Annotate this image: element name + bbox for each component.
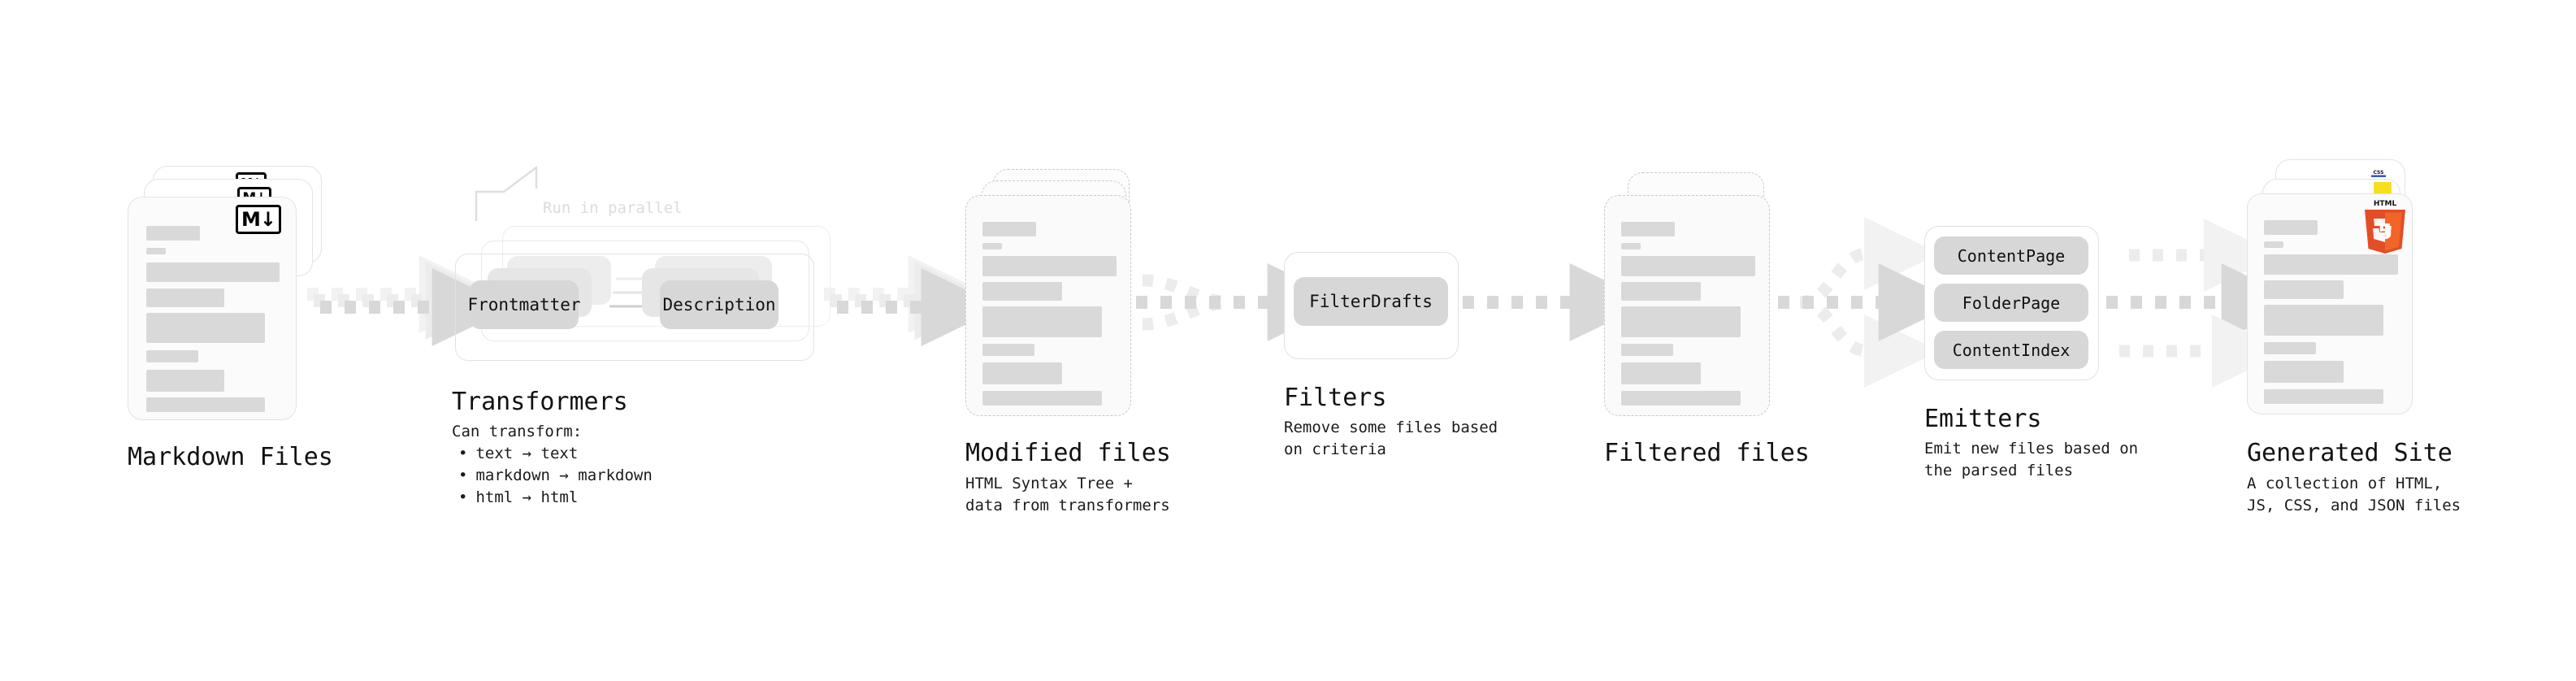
doc-line — [1621, 282, 1701, 301]
doc-line — [1621, 256, 1755, 276]
doc-line — [982, 256, 1117, 276]
html5-digit: 5 — [2378, 220, 2392, 245]
transformer-chip-frontmatter[interactable]: Frontmatter — [467, 280, 581, 329]
doc-line — [146, 288, 224, 307]
markdown-icon-front: M↓ — [236, 205, 281, 234]
doc-line — [146, 370, 224, 392]
transformers-bullets: text → text markdown → markdown html → h… — [452, 443, 653, 509]
transformers-bullet: markdown → markdown — [452, 465, 652, 487]
doc-line — [2264, 220, 2318, 235]
doc-line — [982, 306, 1102, 337]
doc-line — [2264, 361, 2344, 383]
doc-line — [1621, 306, 1741, 337]
arrow-modified-to-filters — [1136, 263, 1348, 341]
arrow-emitters-to-site — [2106, 219, 2302, 388]
doc-line — [1621, 222, 1675, 236]
doc-line — [146, 262, 280, 282]
run-in-parallel-leader — [475, 165, 538, 221]
modified-files-subtitle: HTML Syntax Tree + data from transformer… — [965, 475, 1170, 514]
modified-files-title: Modified files — [965, 439, 1171, 467]
doc-line — [146, 397, 265, 412]
transformers-group-front — [455, 254, 814, 361]
markdown-card-front — [128, 197, 297, 420]
filter-chip-filterdrafts[interactable]: FilterDrafts — [1294, 277, 1448, 326]
transformer-chip-description[interactable]: Description — [660, 280, 778, 329]
generated-site-subtitle: A collection of HTML, JS, CSS, and JSON … — [2247, 475, 2461, 514]
css3-icon: CSS — [2370, 166, 2387, 177]
modified-card-front — [965, 195, 1131, 416]
doc-line — [2264, 342, 2316, 354]
emitters-title: Emitters — [1924, 405, 2042, 433]
transformers-bullet: text → text — [452, 443, 653, 465]
doc-line — [2264, 241, 2283, 248]
generated-site-title: Generated Site — [2247, 439, 2452, 467]
doc-line — [146, 248, 166, 254]
doc-line — [2264, 254, 2398, 275]
doc-line — [982, 362, 1062, 384]
svg-text:CSS: CSS — [2374, 170, 2384, 176]
html5-wordmark: HTML — [2374, 200, 2397, 208]
doc-line — [2264, 280, 2344, 299]
transformers-title: Transformers — [452, 388, 628, 416]
emitter-chip-folderpage[interactable]: FolderPage — [1934, 284, 2088, 322]
doc-line — [982, 282, 1062, 301]
filtered-files-title: Filtered files — [1604, 439, 1810, 467]
markdown-files-title: Markdown Files — [128, 443, 333, 471]
emitters-subtitle: Emit new files based on the parsed files — [1924, 440, 2139, 479]
doc-line — [982, 243, 1002, 249]
doc-line — [1621, 391, 1741, 406]
doc-line — [1621, 362, 1701, 384]
html5-icon: HTML 5 — [2360, 198, 2410, 255]
filtered-card-front — [1604, 195, 1770, 416]
filters-title: Filters — [1284, 384, 1387, 412]
doc-line — [982, 222, 1036, 236]
doc-line — [1621, 243, 1641, 249]
doc-line — [146, 350, 198, 362]
arrow-transformers-to-modified — [824, 255, 1002, 346]
transformers-subtitle: Can transform: — [452, 423, 583, 440]
javascript-icon — [2374, 182, 2392, 193]
transformers-bullet: html → html — [452, 487, 653, 509]
doc-line — [2264, 305, 2383, 336]
run-in-parallel-label: Run in parallel — [543, 199, 683, 217]
arrow-markdown-to-transformers — [307, 255, 513, 346]
doc-line — [1621, 344, 1673, 356]
doc-line — [2264, 389, 2383, 404]
filters-subtitle: Remove some files based on criteria — [1284, 419, 1498, 458]
doc-line — [982, 344, 1034, 356]
emitter-chip-contentpage[interactable]: ContentPage — [1934, 236, 2088, 275]
arrow-filtered-to-emitters — [1778, 217, 1959, 388]
doc-line — [146, 313, 265, 343]
doc-line — [146, 226, 200, 241]
emitter-chip-contentindex[interactable]: ContentIndex — [1934, 331, 2088, 369]
doc-line — [982, 391, 1102, 406]
